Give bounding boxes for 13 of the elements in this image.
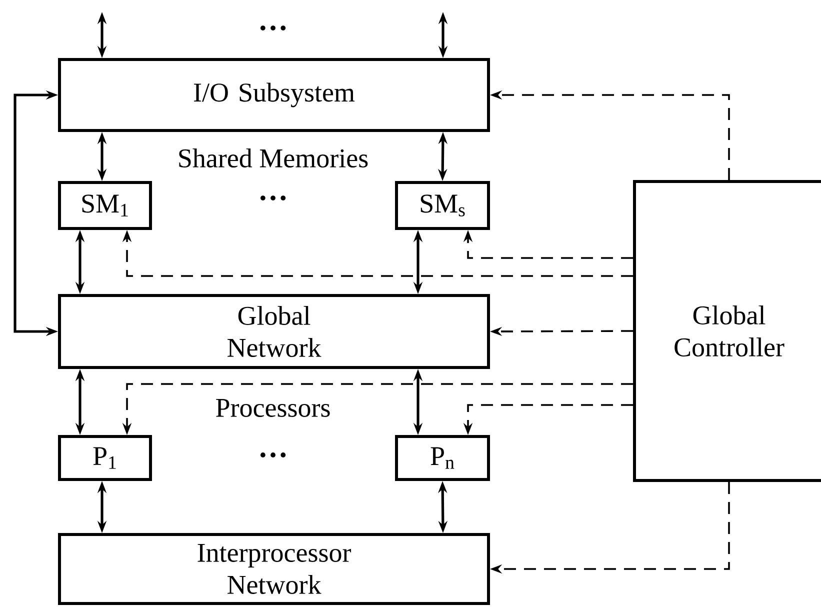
- ellipsis: …: [260, 26, 286, 30]
- block-box: I/O Subsystem: [58, 58, 490, 132]
- unit-box: P$_{1}$: [58, 435, 152, 481]
- ellipsis: …: [260, 452, 286, 458]
- block-box: Interprocessor Network: [58, 533, 490, 605]
- ellipsis: …: [260, 196, 286, 200]
- unit-box: SM$_{s}$: [395, 181, 490, 230]
- unit-box: SM$_{1}$: [58, 181, 152, 230]
- group-label: Shared Memories: [179, 148, 368, 168]
- group-label: Processors: [216, 399, 330, 417]
- controller-box: Global Controller: [633, 180, 821, 482]
- block-box: Global Network: [58, 294, 490, 369]
- unit-box: P$_{n}$: [395, 435, 490, 481]
